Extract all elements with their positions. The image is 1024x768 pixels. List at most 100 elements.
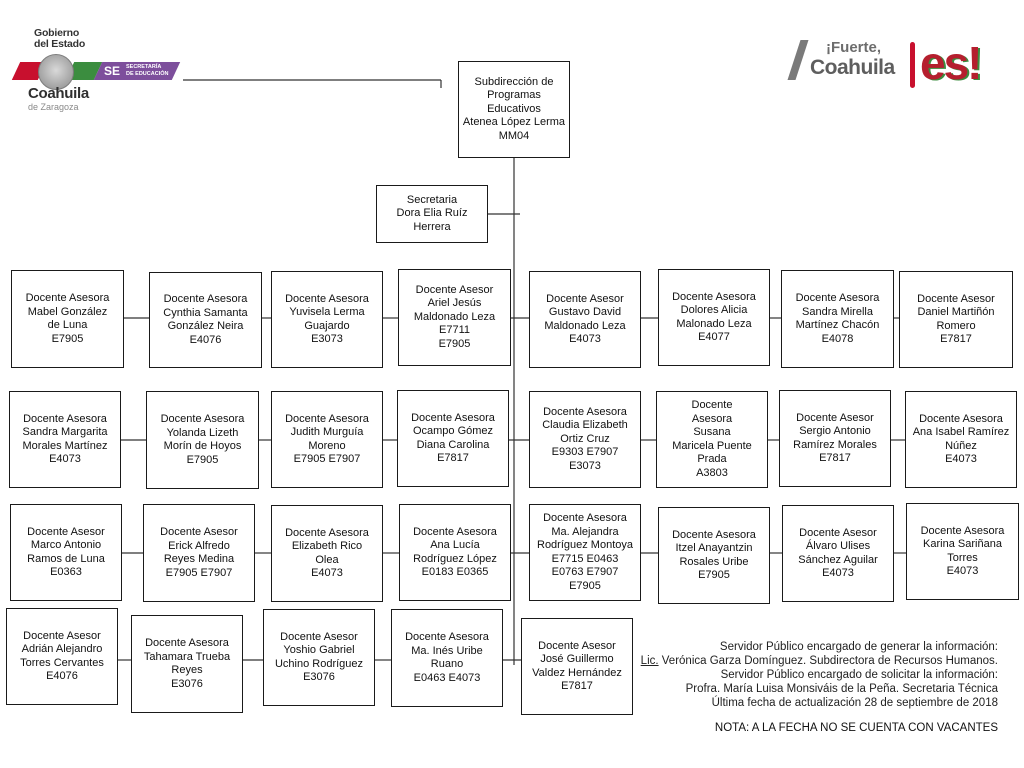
box-text-line: Maldonado Leza (413, 310, 496, 323)
box-text-line: Maricela Puente (672, 439, 752, 452)
box-role-line: Docente Asesora (413, 525, 497, 538)
box-text-line: E3073 (569, 459, 601, 472)
state-subtitle: de Zaragoza (28, 102, 79, 112)
generated-by-person: Verónica Garza Domínguez. Subdirectora d… (658, 655, 998, 667)
box-text-line: Ariel Jesús (427, 297, 482, 310)
box-text-line: E4073 (311, 567, 343, 579)
box-text-line: Ruano (430, 658, 464, 670)
box-text-line: Yolanda Lizeth (166, 426, 239, 439)
slogan-line2: Coahuila (810, 56, 895, 79)
box-text-line: E3076 (303, 671, 335, 683)
box-text-line: Rodríguez Montoya (537, 539, 633, 551)
box-role-line: Docente Asesor (280, 630, 358, 643)
box-text-line: Yoshio Gabriel (283, 644, 355, 656)
box-text-line: Itzel Anayantzin (675, 542, 753, 554)
generated-by-prefix: Lic. (640, 655, 659, 667)
slogan-line1: ¡Fuerte, (826, 39, 882, 56)
box-text-line: E7905 (51, 332, 84, 345)
box-text-line: E3076 (171, 677, 203, 690)
box-text-line: Dora Elia Ruíz (396, 207, 468, 220)
box-text-line: E3073 (311, 333, 343, 345)
box-role-line: Docente Asesora (795, 292, 880, 304)
box-role-line: Docente Asesora (405, 631, 489, 643)
box-text-line: Diana Carolina (416, 438, 490, 451)
box-role-line: Docente Asesora (160, 413, 245, 425)
box-text-line: Tahamara Trueba (143, 650, 231, 663)
gov-line1: Gobierno (34, 27, 80, 39)
box-role-line: Docente Asesora (285, 412, 369, 425)
box-role-line: Docente Asesor (160, 526, 238, 538)
box-role-line: Docente Asesora (672, 290, 756, 303)
gobierno-coahuila-logo: Gobierno del Estado SE SECRETARÍA DE EDU… (11, 26, 184, 118)
box-text-line: E0363 (50, 566, 82, 578)
box-role-line: Docente Asesora (543, 405, 627, 418)
se-text-line1: SECRETARÍA (126, 64, 162, 70)
box-role-line: Secretaria (406, 193, 458, 206)
box-text-line: Erick Alfredo (168, 539, 230, 552)
box-text-line: E4078 (821, 332, 854, 345)
box-role-line: Docente Asesora (285, 292, 369, 305)
box-text-line: E4073 (49, 453, 81, 465)
box-text-line: Rosales Uribe (679, 555, 749, 568)
box-role-line: Docente Asesora (23, 412, 107, 425)
box-text-line: E7817 (940, 333, 972, 345)
box-text-line: E4076 (46, 670, 78, 682)
box-text-line: Mabel González (27, 305, 108, 318)
box-role-line: Docente Asesor (917, 292, 995, 305)
box-text-line: Atenea López Lerma (462, 116, 566, 129)
box-text-line: E4073 (945, 453, 977, 465)
box-text-line: E7817 (437, 452, 469, 464)
footer-info: Servidor Público encargado de generar la… (641, 640, 998, 710)
slogan-divider (910, 42, 915, 88)
box-text-line: Karina Sariñana (923, 538, 1002, 550)
box-text-line: Malonado Leza (676, 317, 752, 330)
gov-line2: del Estado (34, 38, 86, 50)
box-text-line: Ortiz Cruz (560, 432, 610, 445)
fuerte-coahuila-logo: ¡Fuerte, Coahuila es! (787, 36, 1007, 98)
box-role-line: Docente Asesora (285, 526, 369, 539)
box-text-line: Sánchez Aguilar (798, 553, 878, 566)
box-text-line: E4073 (569, 333, 601, 345)
box-text-line: Ramírez Morales (793, 438, 877, 451)
box-role-line: Docente Asesora (163, 293, 248, 305)
box-text-line: Torres (947, 551, 978, 564)
box-text-line: Moreno (308, 439, 346, 452)
box-role-line: Docente Asesora (919, 412, 1003, 425)
box-text-line: Olea (315, 553, 339, 566)
box-text-line: Reyes (171, 664, 203, 676)
box-text-line: E4077 (698, 331, 730, 343)
box-text-line: Sandra Margarita (22, 426, 108, 438)
box-text-line: A3803 (696, 466, 728, 479)
gobierno-del-estado-text: Gobierno del Estado (34, 28, 85, 50)
box-text-line: Asesora (691, 412, 733, 425)
box-text-line: Claudia Elizabeth (542, 419, 628, 432)
box-text-line: Cynthia Samanta (163, 306, 248, 319)
box-text-line: Herrera (413, 220, 451, 233)
box-text-line: Álvaro Ulises (805, 540, 871, 552)
box-text-line: Gustavo David (548, 306, 622, 318)
box-text-line: Daniel Martiñón (917, 306, 995, 318)
box-text-line: E7711 (439, 324, 470, 337)
last-update-date: Última fecha de actualización 28 de sept… (711, 697, 998, 709)
box-text-line: E7715 E0463 (551, 552, 619, 565)
box-text-line: E7905 (569, 579, 601, 592)
box-text-line: Valdez Hernández (532, 666, 622, 679)
box-text-line: MM04 (498, 129, 530, 142)
box-text-line: Ana Isabel Ramírez (912, 426, 1010, 438)
box-role-line: Docente Asesor (23, 629, 101, 642)
slogan-es: es! (920, 37, 983, 89)
box-role-line: Docente (691, 399, 733, 411)
